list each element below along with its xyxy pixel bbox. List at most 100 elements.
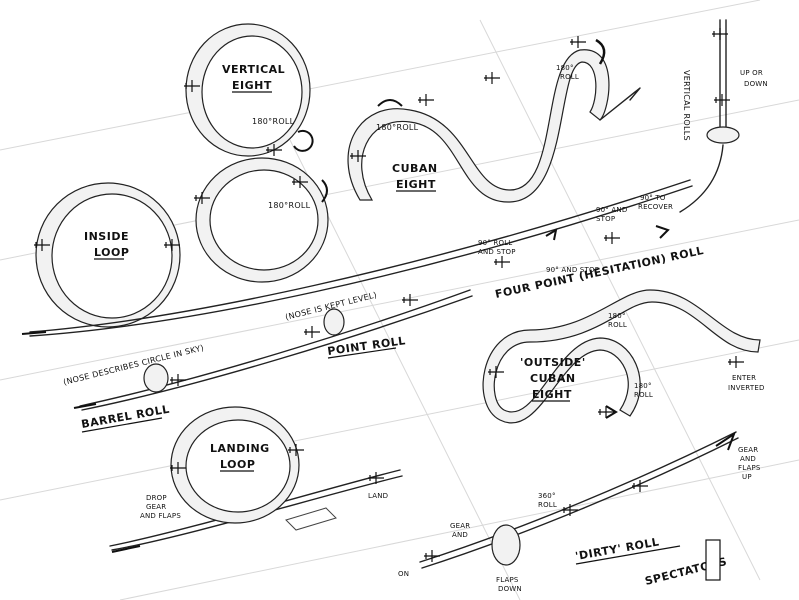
four-point-roll: 90° ROLL AND STOP 90° AND STOP 90° AND S… (478, 206, 705, 301)
roll-arrow-icon (377, 99, 403, 107)
land-label: LAND (368, 492, 388, 500)
airplane-icon (402, 294, 418, 306)
airplane-icon (164, 239, 180, 251)
airplane-icon (570, 36, 586, 48)
airplane-icon (484, 72, 500, 84)
drop-gear-label-1: DROP (146, 494, 167, 502)
roll-arrow-icon (595, 38, 606, 65)
direction-arrow-icon (715, 431, 737, 451)
stop-3-label: 90° AND STOP (546, 266, 599, 274)
drop-gear-label-2: GEAR (146, 503, 166, 511)
cuban-eight-label-1: CUBAN (392, 162, 438, 175)
roll-180-label-b: 180°ROLL (268, 201, 311, 210)
cuban-eight-label-2: EIGHT (396, 178, 436, 191)
roll-180-out-b-label-2: ROLL (634, 391, 653, 399)
gear-flaps-up-label-3: FLAPS (738, 464, 761, 472)
roll-arrow-icon (293, 129, 314, 152)
airplane-markers (34, 28, 744, 562)
entry-path (29, 179, 691, 333)
dirty-roll-label: 'DIRTY' ROLL (574, 535, 660, 563)
up-or-down-label-1: UP OR (740, 69, 763, 77)
roll-arrow-icon (545, 227, 558, 241)
direction-arrow-icon (21, 331, 47, 335)
flaps-down-label-2: DOWN (498, 585, 522, 593)
airplane-icon (304, 326, 320, 338)
airplane-icon (712, 28, 728, 40)
vertical-eight: VERTICAL EIGHT 180°ROLL 180°ROLL (185, 23, 329, 283)
airplane-icon (288, 444, 304, 456)
airplane-icon (728, 356, 744, 368)
airplane-icon (292, 176, 308, 188)
to-recover-label-1: 90° TO (640, 194, 666, 202)
stop-1-label-2: AND STOP (478, 248, 516, 256)
runway (285, 507, 337, 531)
outside-cuban-eight: 'OUTSIDE' CUBAN EIGHT 180° ROLL 180° ROL… (482, 289, 765, 424)
landing-loop-label-1: LANDING (210, 442, 270, 455)
vertical-rolls-label: VERTICAL ROLLS (682, 70, 691, 141)
airplane-icon (424, 550, 440, 562)
roll-180-out-b-label-1: 180° (634, 382, 652, 390)
enter-inverted-label-2: INVERTED (728, 384, 765, 392)
roll-arrow-icon (605, 405, 618, 419)
landing-loop-label-2: LOOP (220, 458, 255, 471)
gear-down-label-2: AND (452, 531, 468, 539)
cuban-eight: CUBAN EIGHT 180°ROLL 180° ROLL (347, 38, 641, 203)
barrel-roll: (NOSE DESCRIBES CIRCLE IN SKY) BARREL RO… (62, 343, 205, 433)
inside-loop-label-2: LOOP (94, 246, 129, 259)
roll-360-label-2: ROLL (538, 501, 557, 509)
roll-180-cuban-label: 180°ROLL (376, 123, 419, 132)
four-point-label: FOUR POINT (HESITATION) ROLL (494, 244, 705, 301)
roll-180-out-a-label-1: 180° (608, 312, 626, 320)
roll-360-label-1: 360° (538, 492, 556, 500)
airplane-icon (418, 94, 434, 106)
airplane-icon (488, 366, 504, 378)
airplane-icon (562, 504, 578, 516)
airplane-icon (494, 256, 510, 268)
roll-arrow-icon (655, 225, 670, 239)
on-label: ON (398, 570, 409, 578)
airplane-icon (184, 80, 200, 92)
stop-1-label-1: 90° ROLL (478, 239, 512, 247)
landing-loop: LANDING LOOP DROP GEAR AND FLAPS LAND (109, 406, 403, 553)
gear-flaps-up-label-2: AND (740, 455, 756, 463)
point-roll-label: POINT ROLL (327, 334, 407, 358)
gear-flaps-up-label-1: GEAR (738, 446, 758, 454)
airplane-icon (266, 144, 282, 156)
spectator-stand (705, 539, 721, 581)
enter-inverted-label-1: ENTER (732, 374, 756, 382)
stop-2-label-1: 90° AND (596, 206, 627, 214)
direction-arrow-icon (111, 545, 141, 553)
airplane-icon (604, 232, 620, 244)
stop-2-label-2: STOP (596, 215, 615, 223)
vertical-eight-label-1: VERTICAL (222, 63, 285, 76)
roll-arrow-icon (321, 179, 328, 203)
airplane-icon (350, 150, 366, 162)
inside-loop: INSIDE LOOP (35, 182, 181, 328)
flaps-down-label-1: FLAPS (496, 576, 519, 584)
gear-down-label-1: GEAR (450, 522, 470, 530)
roll-180-out-a-label-2: ROLL (608, 321, 627, 329)
roll-180-cuban-b-label-2: ROLL (560, 73, 579, 81)
roll-180-cuban-b-label-1: 180° (556, 64, 574, 72)
airplane-icon (194, 192, 210, 204)
outside-cuban-label-1: 'OUTSIDE' (520, 356, 586, 369)
inside-loop-label-1: INSIDE (84, 230, 129, 243)
outside-cuban-label-3: EIGHT (532, 388, 572, 401)
to-recover-label-2: RECOVER (638, 203, 673, 211)
up-or-down-label-2: DOWN (744, 80, 768, 88)
airplane-icon (170, 374, 186, 386)
airplane-icon (368, 472, 384, 484)
airplane-icon (632, 480, 648, 492)
airplane-icon (170, 462, 186, 474)
direction-arrow-icon (73, 403, 97, 409)
roll-180-label-a: 180°ROLL (252, 117, 295, 126)
vertical-rolls: VERTICAL ROLLS UP OR DOWN 90° TO RECOVER (638, 19, 768, 213)
gear-flaps-up-label-4: UP (742, 473, 752, 481)
outside-cuban-label-2: CUBAN (530, 372, 576, 385)
airplane-icon (34, 239, 50, 251)
airplane-icon (714, 94, 730, 106)
drop-gear-label-3: AND FLAPS (140, 512, 181, 520)
vertical-eight-label-2: EIGHT (232, 79, 272, 92)
airplane-icon (598, 406, 614, 418)
